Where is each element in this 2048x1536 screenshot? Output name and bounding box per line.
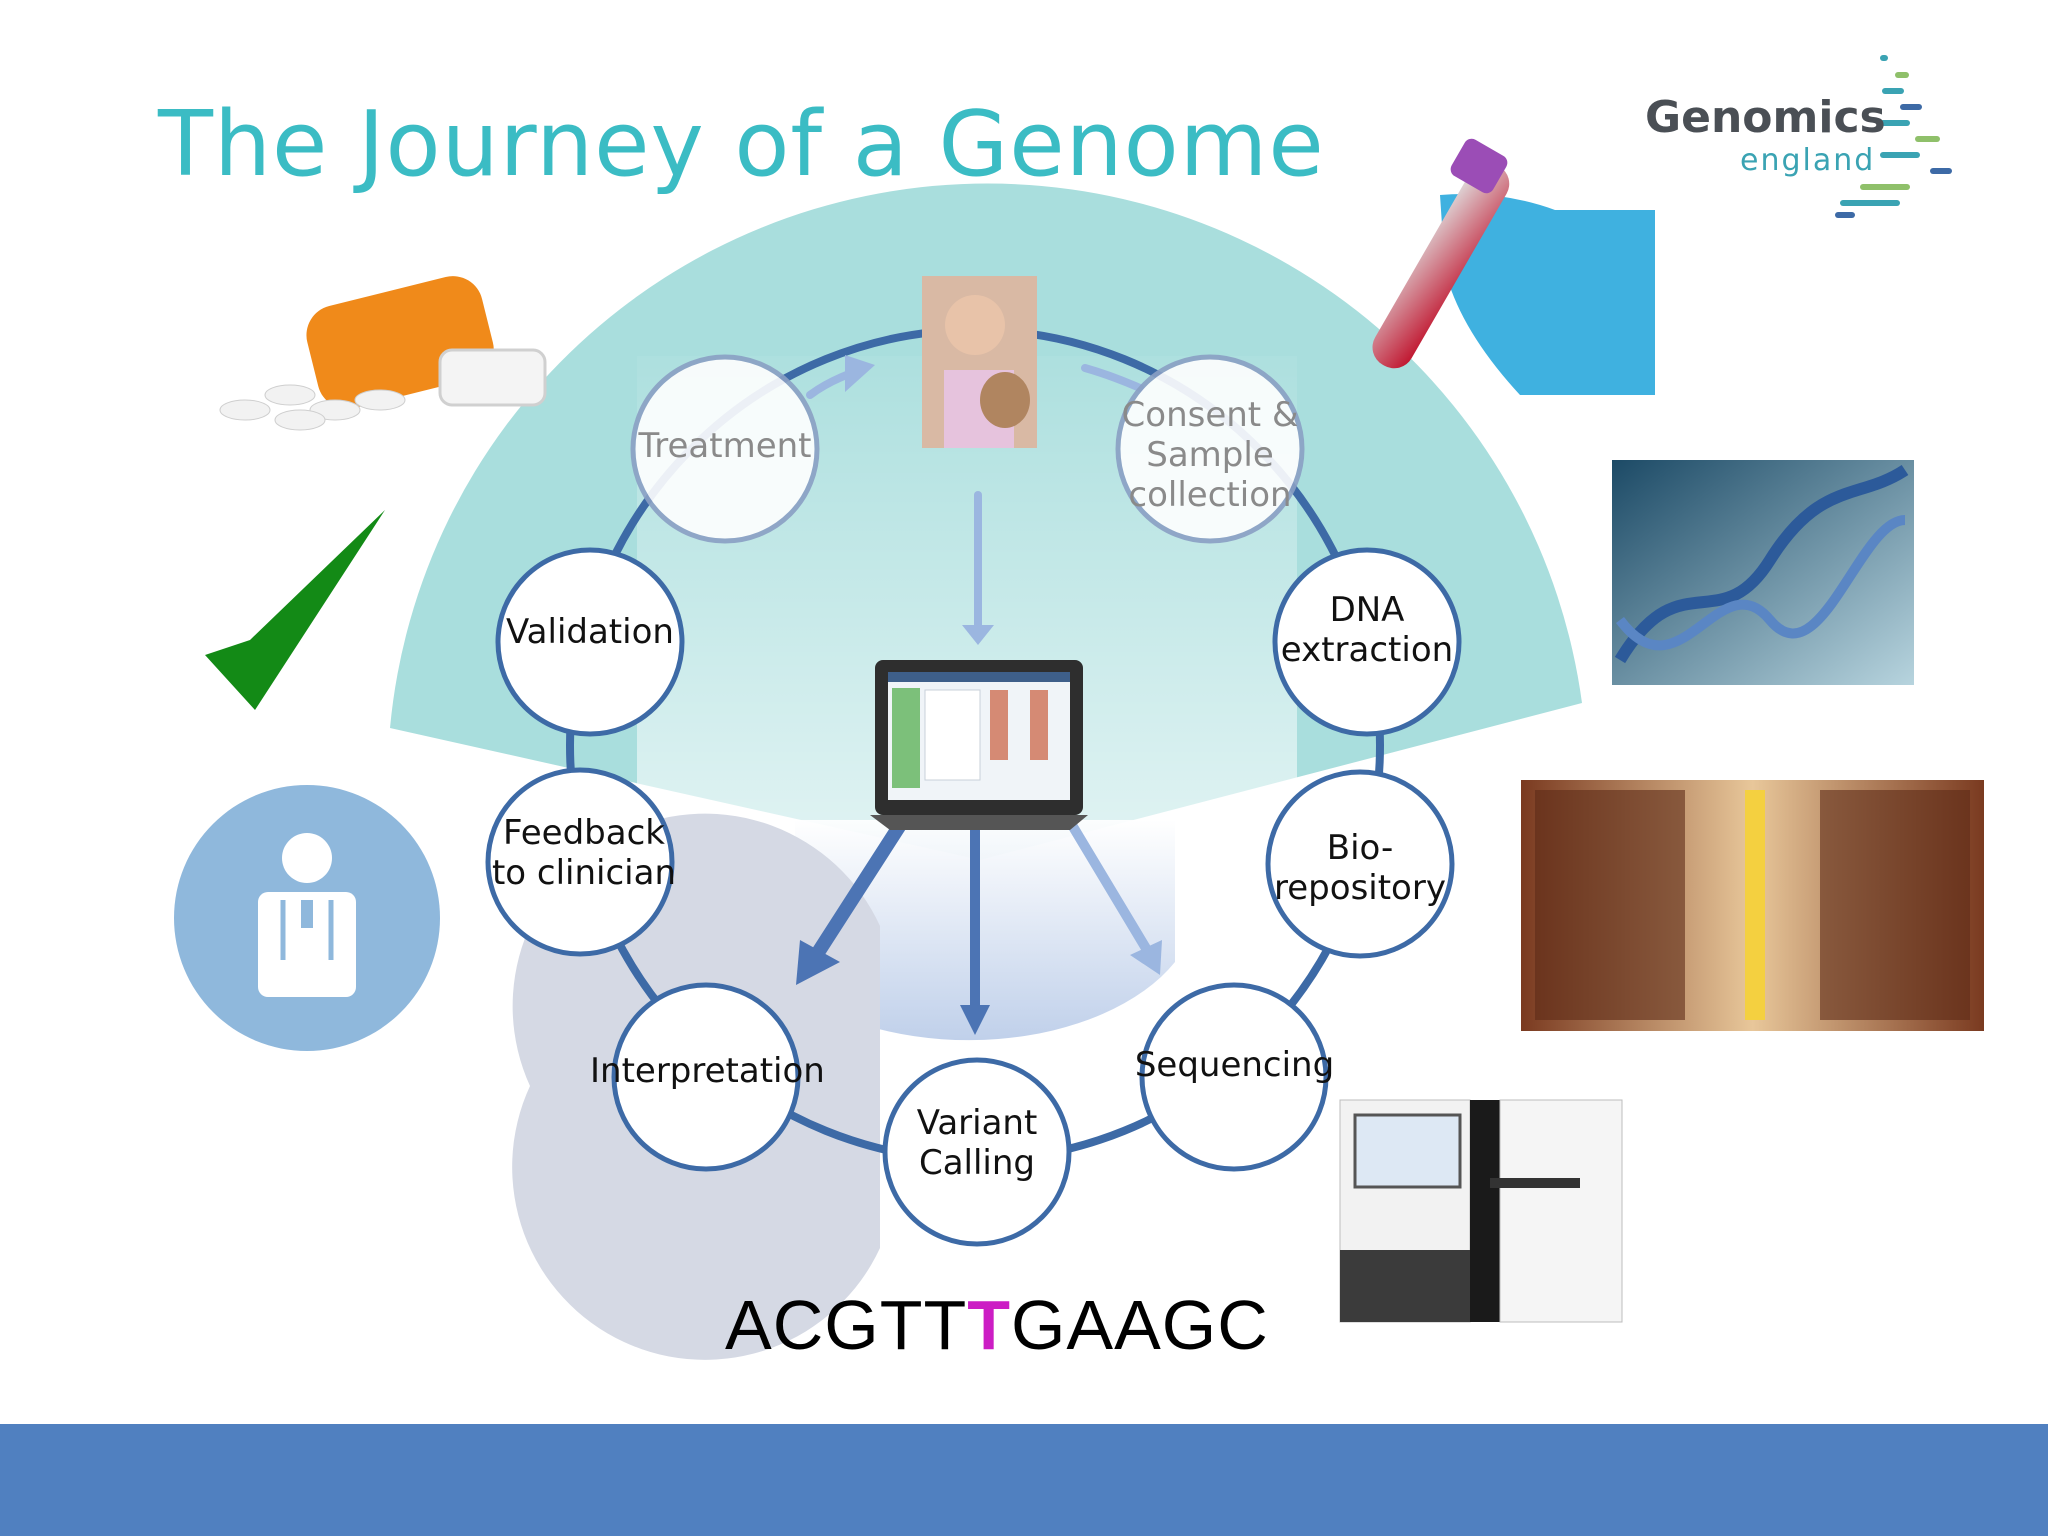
stage-dna-extraction: DNA extraction (1280, 590, 1454, 670)
variant-circle (882, 1057, 1072, 1247)
logo-mark (1835, 55, 1952, 218)
patient-photo (922, 276, 1037, 448)
sequence-suffix: GAAGC (1010, 1286, 1269, 1364)
logo-name: Genomics (1645, 92, 1886, 143)
dna-circle (1272, 547, 1462, 737)
interpretation-circle (611, 982, 801, 1172)
feedback-circle (485, 767, 675, 957)
tablet-icon (870, 660, 1088, 830)
validation-circle (495, 547, 685, 737)
consent-circle (1115, 354, 1305, 544)
sequencing-circle (1139, 982, 1329, 1172)
dna-sequence: ACGTTTGAAGC (725, 1285, 1269, 1365)
stage-validation: Validation (506, 612, 674, 652)
logo-sub: england (1740, 143, 1876, 178)
stage-feedback: Feedback to clinician (491, 813, 677, 893)
sequencer-icon (1339, 1099, 1623, 1323)
stage-consent: Consent & Sample collection (1121, 395, 1299, 515)
sequence-prefix: ACGTT (725, 1286, 968, 1364)
arrows (796, 355, 1162, 1035)
biorepository-icon (1521, 780, 1984, 1031)
dna-helix-icon (1612, 460, 1914, 685)
stage-biorepository: Bio- repository (1274, 828, 1446, 908)
clinician-icon (174, 785, 440, 1051)
diagram-bowl (795, 820, 1175, 1041)
sequence-variant-base: T (967, 1286, 1011, 1364)
biorepository-circle (1265, 769, 1455, 959)
footer-bar (0, 1424, 2048, 1536)
stage-circles (485, 354, 1462, 1247)
slide-title: The Journey of a Genome (158, 92, 1325, 197)
stage-interpretation: Interpretation (590, 1051, 825, 1091)
stage-treatment: Treatment (638, 426, 812, 466)
stage-sequencing: Sequencing (1134, 1045, 1335, 1085)
stage-variant-calling: Variant Calling (916, 1103, 1038, 1183)
check-icon (205, 510, 385, 710)
treatment-circle (630, 354, 820, 544)
blood-tube-icon (1372, 138, 1655, 395)
pill-bottle-icon (219, 276, 547, 431)
